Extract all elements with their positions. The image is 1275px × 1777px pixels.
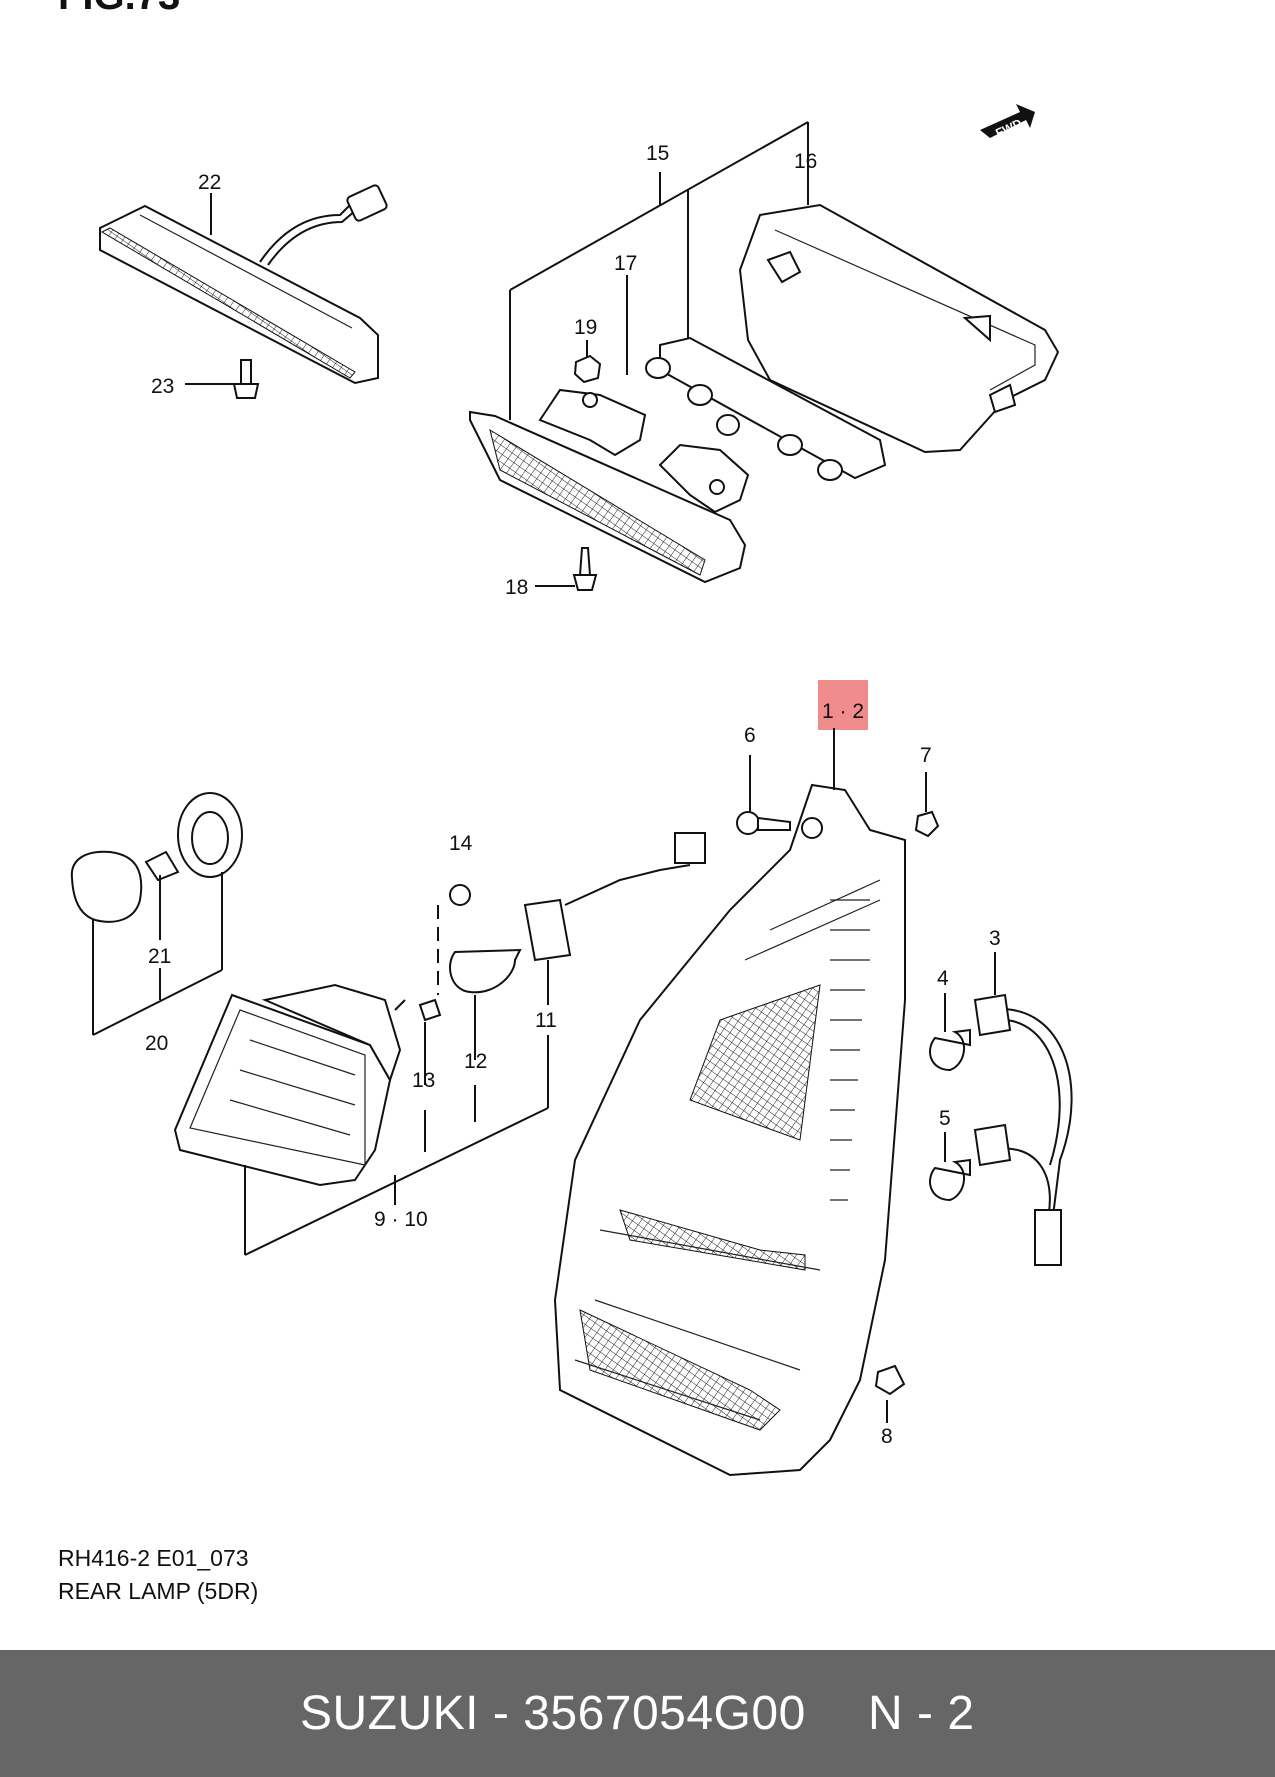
label-12: 12 <box>464 1050 487 1073</box>
label-7: 7 <box>920 744 932 767</box>
fwd-label: FWD <box>993 116 1024 140</box>
footer-part-number: SUZUKI - 3567054G00 <box>300 1687 806 1740</box>
clip-8 <box>874 1364 906 1396</box>
highlight-box <box>818 680 868 730</box>
clip-13 <box>418 998 442 1022</box>
high-mount-lamp-assy-15 <box>469 388 750 584</box>
screw-6 <box>736 811 791 835</box>
rear-lamp-9-10 <box>173 983 406 1187</box>
part-labels: 1 · 2 3 4 5 6 7 8 9 · 10 11 12 13 14 15 … <box>145 142 1001 1448</box>
socket-11 <box>523 832 706 962</box>
label-21: 21 <box>148 945 171 968</box>
lamp-cover-16 <box>738 203 1060 454</box>
label-4: 4 <box>937 967 949 990</box>
bolt-23 <box>232 359 260 399</box>
clip-14 <box>449 884 471 906</box>
bulb-5 <box>929 1158 971 1202</box>
bulb-21 <box>144 850 180 882</box>
diagram-code: RH416-2 E01_073 <box>58 1545 249 1571</box>
label-23: 23 <box>151 375 174 398</box>
clip-7 <box>914 810 940 838</box>
footer-page-ref: N - 2 <box>868 1687 975 1740</box>
figure-title: FIG.73 <box>58 0 180 19</box>
parts-diagram: FWD <box>70 104 1073 1477</box>
leader-lines <box>92 121 996 1423</box>
label-13: 13 <box>412 1069 435 1092</box>
footer-bar: SUZUKI - 3567054G00 N - 2 <box>0 1650 1275 1777</box>
high-mount-lamp-22 <box>99 184 388 385</box>
label-15: 15 <box>646 142 669 165</box>
label-19: 19 <box>574 316 597 339</box>
label-5: 5 <box>939 1107 951 1130</box>
fwd-arrow-icon: FWD <box>980 104 1035 140</box>
wiring-harness-3 <box>973 993 1073 1266</box>
label-11: 11 <box>535 1009 557 1032</box>
socket-housing <box>177 792 243 878</box>
diagram-name: REAR LAMP (5DR) <box>58 1578 259 1604</box>
bulb-12 <box>449 948 522 994</box>
label-9-10: 9 · 10 <box>374 1208 428 1231</box>
label-20: 20 <box>145 1032 168 1055</box>
bulb-4 <box>929 1028 971 1072</box>
nut-19 <box>573 354 602 384</box>
label-16: 16 <box>794 150 817 173</box>
side-marker-lens-20 <box>70 850 143 923</box>
label-22: 22 <box>198 171 221 194</box>
label-1-2: 1 · 2 <box>822 700 864 723</box>
bulb-holder-17 <box>645 336 887 481</box>
label-14: 14 <box>449 832 473 855</box>
label-8: 8 <box>881 1425 893 1448</box>
label-6: 6 <box>744 724 756 747</box>
screw-18 <box>572 547 598 591</box>
label-18: 18 <box>505 576 528 599</box>
rear-combination-lamp-1-2 <box>553 783 906 1477</box>
label-3: 3 <box>989 927 1001 950</box>
label-17: 17 <box>614 252 637 275</box>
